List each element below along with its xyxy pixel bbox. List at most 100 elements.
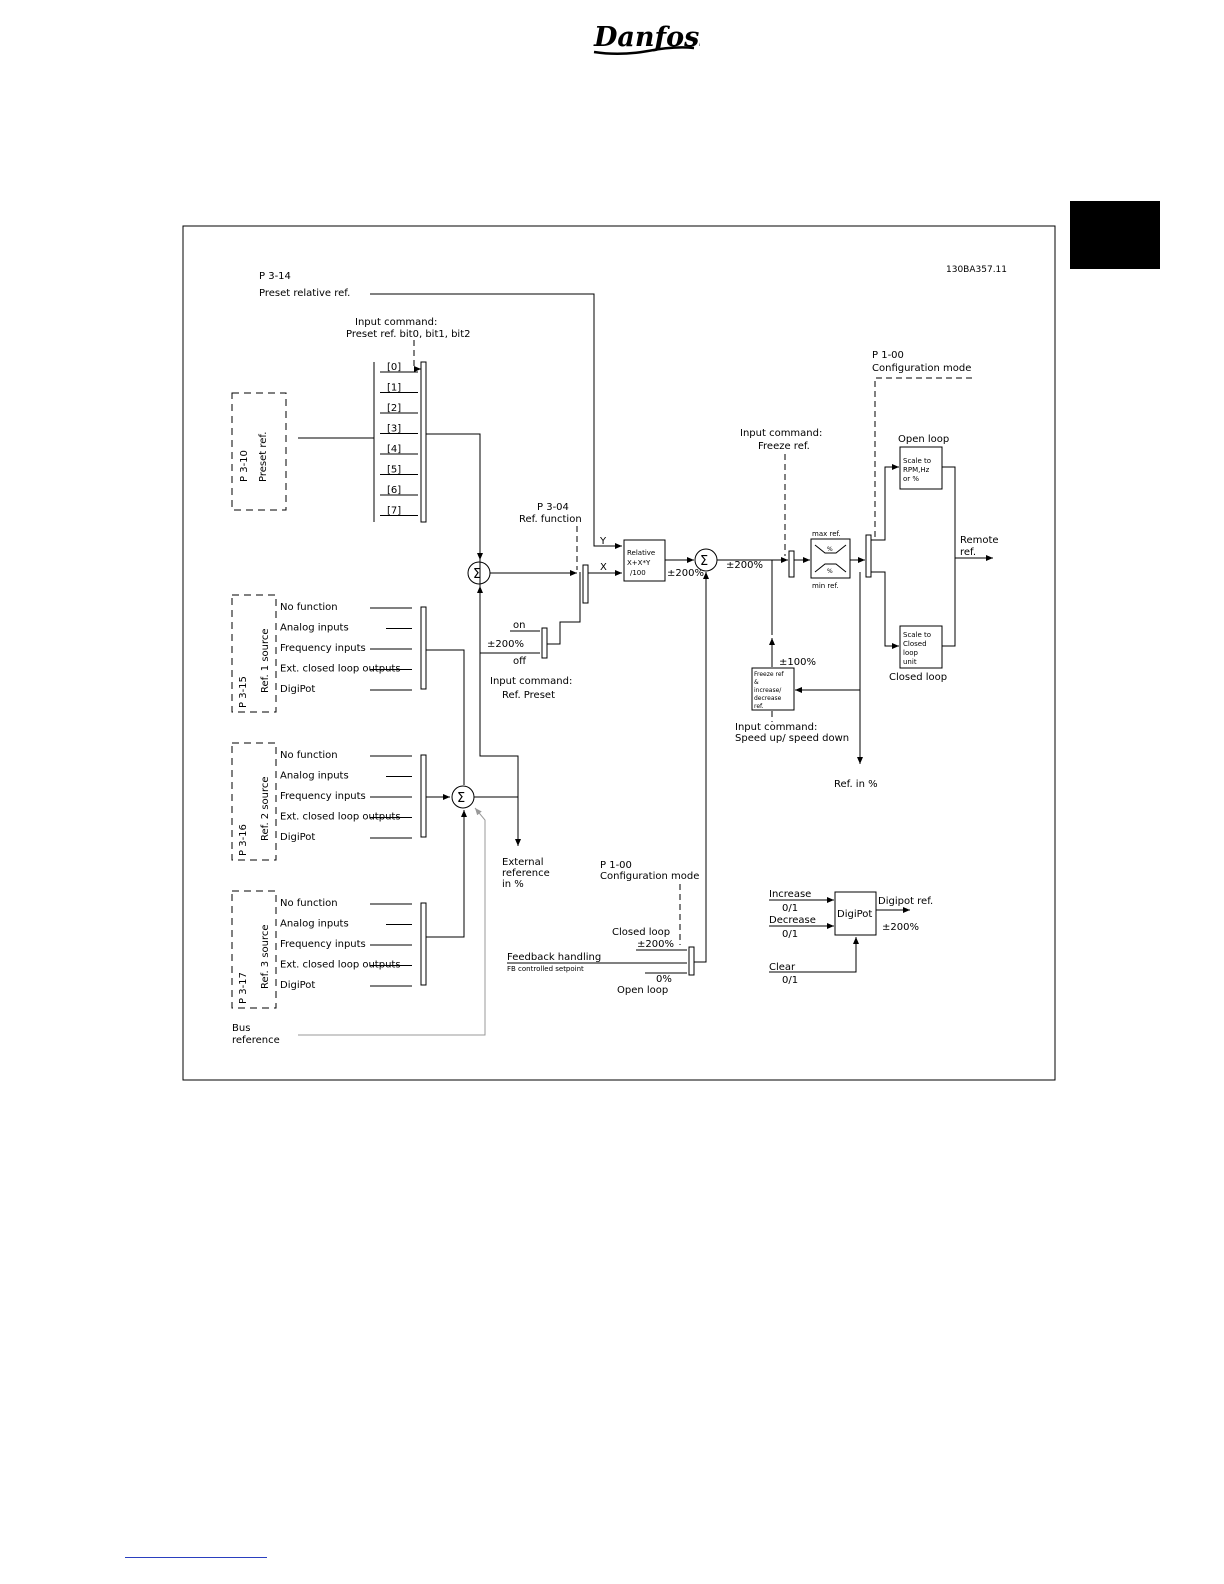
ref-source-label: Ref. 1 source bbox=[260, 628, 271, 693]
external-ref-line3: in % bbox=[502, 879, 524, 890]
feedback-to-sum-line bbox=[694, 572, 709, 963]
preset-slot-label: [4] bbox=[387, 444, 401, 455]
sum-node-main-symbol: Σ bbox=[700, 554, 708, 569]
closed-loop-label: Closed loop bbox=[889, 672, 947, 683]
config-mode-label: Configuration mode bbox=[872, 363, 971, 374]
preset-ref-param: P 3-10 bbox=[239, 450, 250, 482]
ref-source-selector-bar bbox=[420, 754, 427, 838]
feedback-open-loop: Open loop bbox=[617, 985, 668, 996]
switch-on-label: on bbox=[513, 620, 525, 631]
preset-slot-label: [6] bbox=[387, 485, 401, 496]
preset-slot-label: [7] bbox=[387, 506, 401, 517]
digipot-increase-value: 0/1 bbox=[782, 903, 798, 914]
external-to-preset-sum-line bbox=[477, 586, 519, 797]
digipot-decrease-value: 0/1 bbox=[782, 929, 798, 940]
preset-out-line bbox=[426, 433, 483, 560]
ref-source-option: No function bbox=[280, 750, 338, 761]
feedback-zero: 0% bbox=[656, 974, 672, 985]
minmax-bottom-curve bbox=[814, 563, 847, 573]
preset-input-cmd-bits: Preset ref. bit0, bit1, bit2 bbox=[346, 329, 471, 340]
relative-box bbox=[623, 539, 666, 582]
ref-source-option: No function bbox=[280, 898, 338, 909]
config-switch-bar bbox=[865, 534, 872, 578]
ref-source-option: Ext. closed loop outputs bbox=[280, 664, 401, 675]
ref-source-option: Frequency inputs bbox=[280, 939, 366, 950]
preset-relative-label: Preset relative ref. bbox=[259, 288, 350, 299]
sum-node-preset-symbol: Σ bbox=[473, 567, 481, 582]
minmax-min-label: min ref. bbox=[812, 582, 839, 590]
freeze-box-text-line: ref. bbox=[754, 703, 764, 710]
ref3-out-line bbox=[426, 810, 467, 938]
ref-function-bar bbox=[582, 564, 589, 604]
closed-box-text-line: Closed bbox=[903, 640, 927, 648]
preset-slot-label: [3] bbox=[387, 424, 401, 435]
ref-source-option: Analog inputs bbox=[280, 771, 349, 782]
external-ref-line2: reference bbox=[502, 868, 550, 879]
minmax-pct-bottom: % bbox=[827, 568, 833, 575]
switch-limit: ±200% bbox=[487, 639, 524, 650]
open-box-text-line: Scale to bbox=[903, 457, 931, 465]
preset-ref-bracket bbox=[231, 392, 287, 511]
preset-switch-cmd-label: Ref. Preset bbox=[502, 690, 555, 701]
ref-source-option: Ext. closed loop outputs bbox=[280, 812, 401, 823]
ref-source-option: Frequency inputs bbox=[280, 643, 366, 654]
closed-loop-scale-box bbox=[899, 625, 943, 669]
digipot-box bbox=[834, 891, 877, 936]
sum-main-limit: ±200% bbox=[726, 560, 763, 571]
figure-code: 130BA357.11 bbox=[946, 265, 1007, 275]
config-mode-param: P 1-00 bbox=[872, 350, 904, 361]
relative-box-line1: Relative bbox=[627, 549, 655, 557]
digipot-output-label: Digipot ref. bbox=[878, 896, 933, 907]
ref-function-param: P 3-04 bbox=[537, 502, 569, 513]
preset-slot-label: [5] bbox=[387, 465, 401, 476]
ref-source-selector-bar bbox=[420, 902, 427, 986]
logo-text: Danfoss bbox=[593, 22, 700, 53]
freeze-box-text-line: Freeze ref bbox=[754, 671, 785, 678]
speed-cmd-label: Speed up/ speed down bbox=[735, 733, 849, 744]
ref-source-param: P 3-16 bbox=[238, 824, 249, 856]
danfoss-logo: Danfoss bbox=[590, 18, 715, 62]
closed-box-text-line: loop bbox=[903, 649, 919, 657]
minmax-limiter-box bbox=[810, 538, 851, 579]
scale-merge-line bbox=[942, 466, 956, 647]
footer-link-underline[interactable] bbox=[125, 1557, 267, 1558]
feedback-limit: ±200% bbox=[637, 939, 674, 950]
ref-source-option: DigiPot bbox=[280, 684, 315, 695]
bus-ref-line2: reference bbox=[232, 1035, 280, 1046]
feedback-param: P 1-00 bbox=[600, 860, 632, 871]
freeze-box-text-line: & bbox=[754, 679, 759, 686]
preset-slot-label: [0] bbox=[387, 362, 401, 373]
ref-source-option: DigiPot bbox=[280, 832, 315, 843]
open-loop-scale-box bbox=[899, 446, 943, 490]
preset-relative-param: P 3-14 bbox=[259, 271, 291, 282]
ref-function-label: Ref. function bbox=[519, 514, 582, 525]
remote-ref-line2: ref. bbox=[960, 547, 976, 558]
ref-source-bracket bbox=[231, 742, 277, 861]
digipot-clear-label: Clear bbox=[769, 962, 796, 973]
speed-cmd-title: Input command: bbox=[735, 722, 817, 733]
closed-loop-branch-line bbox=[871, 571, 899, 649]
closed-box-text-line: unit bbox=[903, 658, 917, 666]
ref-source-label: Ref. 3 source bbox=[260, 924, 271, 989]
diagram-frame bbox=[182, 225, 1056, 1081]
bus-ref-line1: Bus bbox=[232, 1023, 250, 1034]
digipot-box-label: DigiPot bbox=[837, 909, 872, 920]
feedback-title: Feedback handling bbox=[507, 952, 601, 963]
ref-source-param: P 3-17 bbox=[238, 972, 249, 1004]
minmax-pct-top: % bbox=[827, 546, 833, 553]
freeze-ref-box bbox=[751, 667, 795, 711]
switch-to-ref-function-line bbox=[547, 572, 581, 645]
preset-switch-cmd-title: Input command: bbox=[490, 676, 572, 687]
bus-ref-line bbox=[298, 807, 486, 1036]
freeze-switch-bar bbox=[788, 550, 795, 578]
chapter-tab bbox=[1070, 201, 1160, 269]
digipot-clear-arrow bbox=[769, 937, 859, 973]
external-ref-line1: External bbox=[502, 857, 544, 868]
